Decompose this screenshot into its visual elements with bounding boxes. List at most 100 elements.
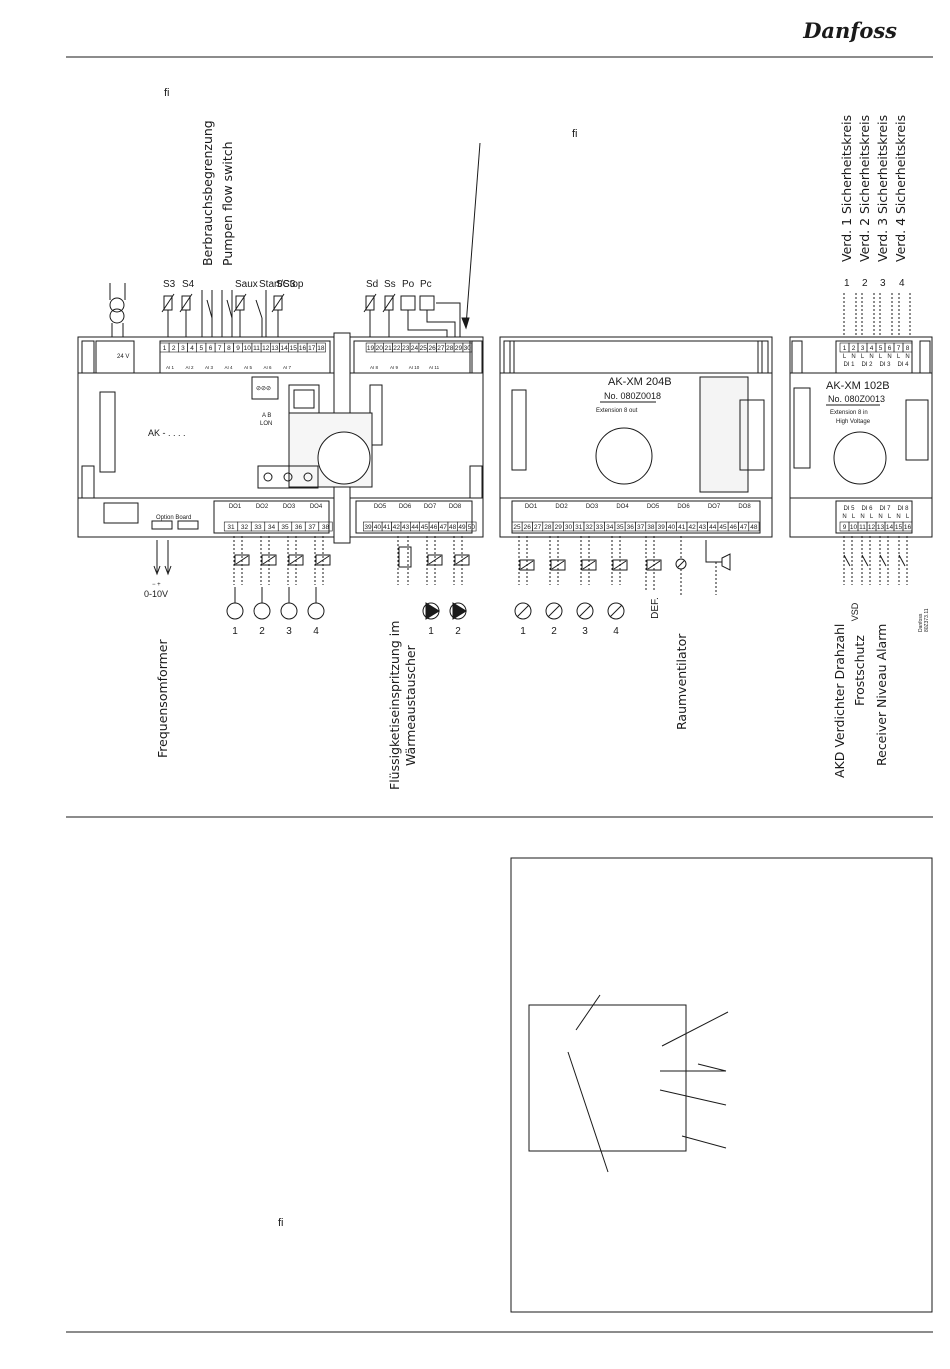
do-terminal: 36 xyxy=(295,524,303,531)
sensor-sd-label: Sd xyxy=(366,279,378,290)
module-102-name: AK-XM 102B xyxy=(826,380,890,392)
sensor-ss-label: Ss xyxy=(384,279,396,290)
ai-label: AI 7 xyxy=(283,365,292,370)
do-terminal: 47 xyxy=(440,524,448,531)
polarity-label: − + xyxy=(152,582,161,588)
fan-number: 4 xyxy=(613,626,619,637)
do-terminal: 35 xyxy=(281,524,289,531)
top-terminal: 30 xyxy=(464,345,472,352)
top-terminal: 10 xyxy=(244,345,252,352)
label-verbrauch: Berbrauchsbegrenzung xyxy=(200,120,215,266)
relay-diagonal xyxy=(262,555,276,565)
analog-output: − + 0-10V xyxy=(144,540,172,599)
top-terminal: 5 xyxy=(879,345,883,352)
controller-unit: 24 V ⊘⊘⊘ A B LON AK - . . . . Option Boa… xyxy=(77,332,484,544)
do-terminal: 12 xyxy=(868,524,876,531)
do-terminal: 10 xyxy=(850,524,858,531)
do-terminal: 45 xyxy=(719,524,727,531)
pump-triangle xyxy=(452,602,467,620)
top-terminal: 2 xyxy=(172,345,176,352)
do-terminal: 47 xyxy=(740,524,748,531)
do-label: DO6 xyxy=(677,504,690,510)
input-switch xyxy=(861,554,869,567)
top-terminal-box xyxy=(315,342,326,353)
top-terminal: 22 xyxy=(393,345,401,352)
compressor-number: 1 xyxy=(232,626,238,637)
ai-label: AI 1 xyxy=(166,365,175,370)
label-verd1: Verd. 1 Sicherheitskreis xyxy=(839,115,854,262)
relay-coil xyxy=(612,559,628,571)
raumventilator-slash xyxy=(677,560,685,568)
input-1-label: 1 xyxy=(844,278,850,289)
do-terminal: 16 xyxy=(904,524,912,531)
compressor-number: 3 xyxy=(286,626,292,637)
relay-coil xyxy=(427,554,443,566)
label-verd2: Verd. 2 Sicherheitskreis xyxy=(857,115,872,262)
label-fluessig2: Wärmeaustauscher xyxy=(403,644,418,766)
sensor-s4-label: S4 xyxy=(182,279,195,290)
compressor-icon xyxy=(253,602,271,620)
di-label: DI 1 xyxy=(843,362,855,368)
do-label: DO2 xyxy=(555,504,568,510)
arrow-head xyxy=(461,317,470,330)
label-verd3: Verd. 3 Sicherheitskreis xyxy=(875,115,890,262)
top-terminal: 7 xyxy=(218,345,222,352)
fan-icon xyxy=(545,602,563,620)
top-terminal: 4 xyxy=(190,345,194,352)
do-label: DO4 xyxy=(310,504,323,510)
do-terminal: 9 xyxy=(843,524,847,531)
module-102-number: No. 080Z0013 xyxy=(828,394,885,404)
top-terminal: 1 xyxy=(843,345,847,352)
top-terminal: 1 xyxy=(163,345,167,352)
do-terminal: 43 xyxy=(402,524,410,531)
top-terminal: 8 xyxy=(906,345,910,352)
nl-label: N xyxy=(887,354,891,360)
ai-label: AI 4 xyxy=(224,365,233,370)
nl-label: L xyxy=(870,514,874,520)
do-terminal: 28 xyxy=(544,524,552,531)
do-terminal: 25 xyxy=(513,524,521,531)
do-terminal: 27 xyxy=(534,524,542,531)
nl-label: L xyxy=(906,514,910,520)
ligature-mark-bottom: fi xyxy=(278,1217,284,1229)
do-terminal: 33 xyxy=(254,524,262,531)
logo-text: Danfoss xyxy=(802,18,897,43)
di-label: DI 3 xyxy=(879,362,891,368)
transformer-icon xyxy=(109,283,126,345)
compressor-icon xyxy=(280,602,298,620)
do-terminal: 44 xyxy=(411,524,419,531)
nl-label: N xyxy=(869,354,873,360)
drawing-code-2: 80Z373.11 xyxy=(924,608,930,632)
fan-icon xyxy=(514,602,532,620)
relay-coil xyxy=(581,559,597,571)
nl-label: N xyxy=(842,514,846,520)
top-terminal: 6 xyxy=(209,345,213,352)
fan-number: 2 xyxy=(551,626,557,637)
do-terminal: 41 xyxy=(678,524,686,531)
pointer-arrow xyxy=(465,142,481,327)
relay-diagonal xyxy=(582,560,596,570)
do-label: DO1 xyxy=(229,504,242,510)
top-terminal: 21 xyxy=(384,345,392,352)
fan-number: 3 xyxy=(582,626,588,637)
do-terminal: 41 xyxy=(383,524,391,531)
do-terminal: 40 xyxy=(374,524,382,531)
do-terminal: 37 xyxy=(308,524,316,531)
di-label: DI 8 xyxy=(897,506,909,512)
do-terminal: 46 xyxy=(430,524,438,531)
module-102-desc1: Extension 8 in xyxy=(830,410,868,416)
do-label: DO3 xyxy=(283,504,296,510)
ai-label: AI 6 xyxy=(263,365,272,370)
module-204: AK-XM 204B No. 080Z0018 Extension 8 out xyxy=(499,336,773,538)
top-terminal: 29 xyxy=(455,345,463,352)
relay-diagonal xyxy=(455,555,469,565)
di-label: DI 2 xyxy=(861,362,873,368)
do-label: DO1 xyxy=(525,504,538,510)
lon-screws: ⊘⊘⊘ xyxy=(256,386,271,392)
compressor-number: 2 xyxy=(259,626,265,637)
